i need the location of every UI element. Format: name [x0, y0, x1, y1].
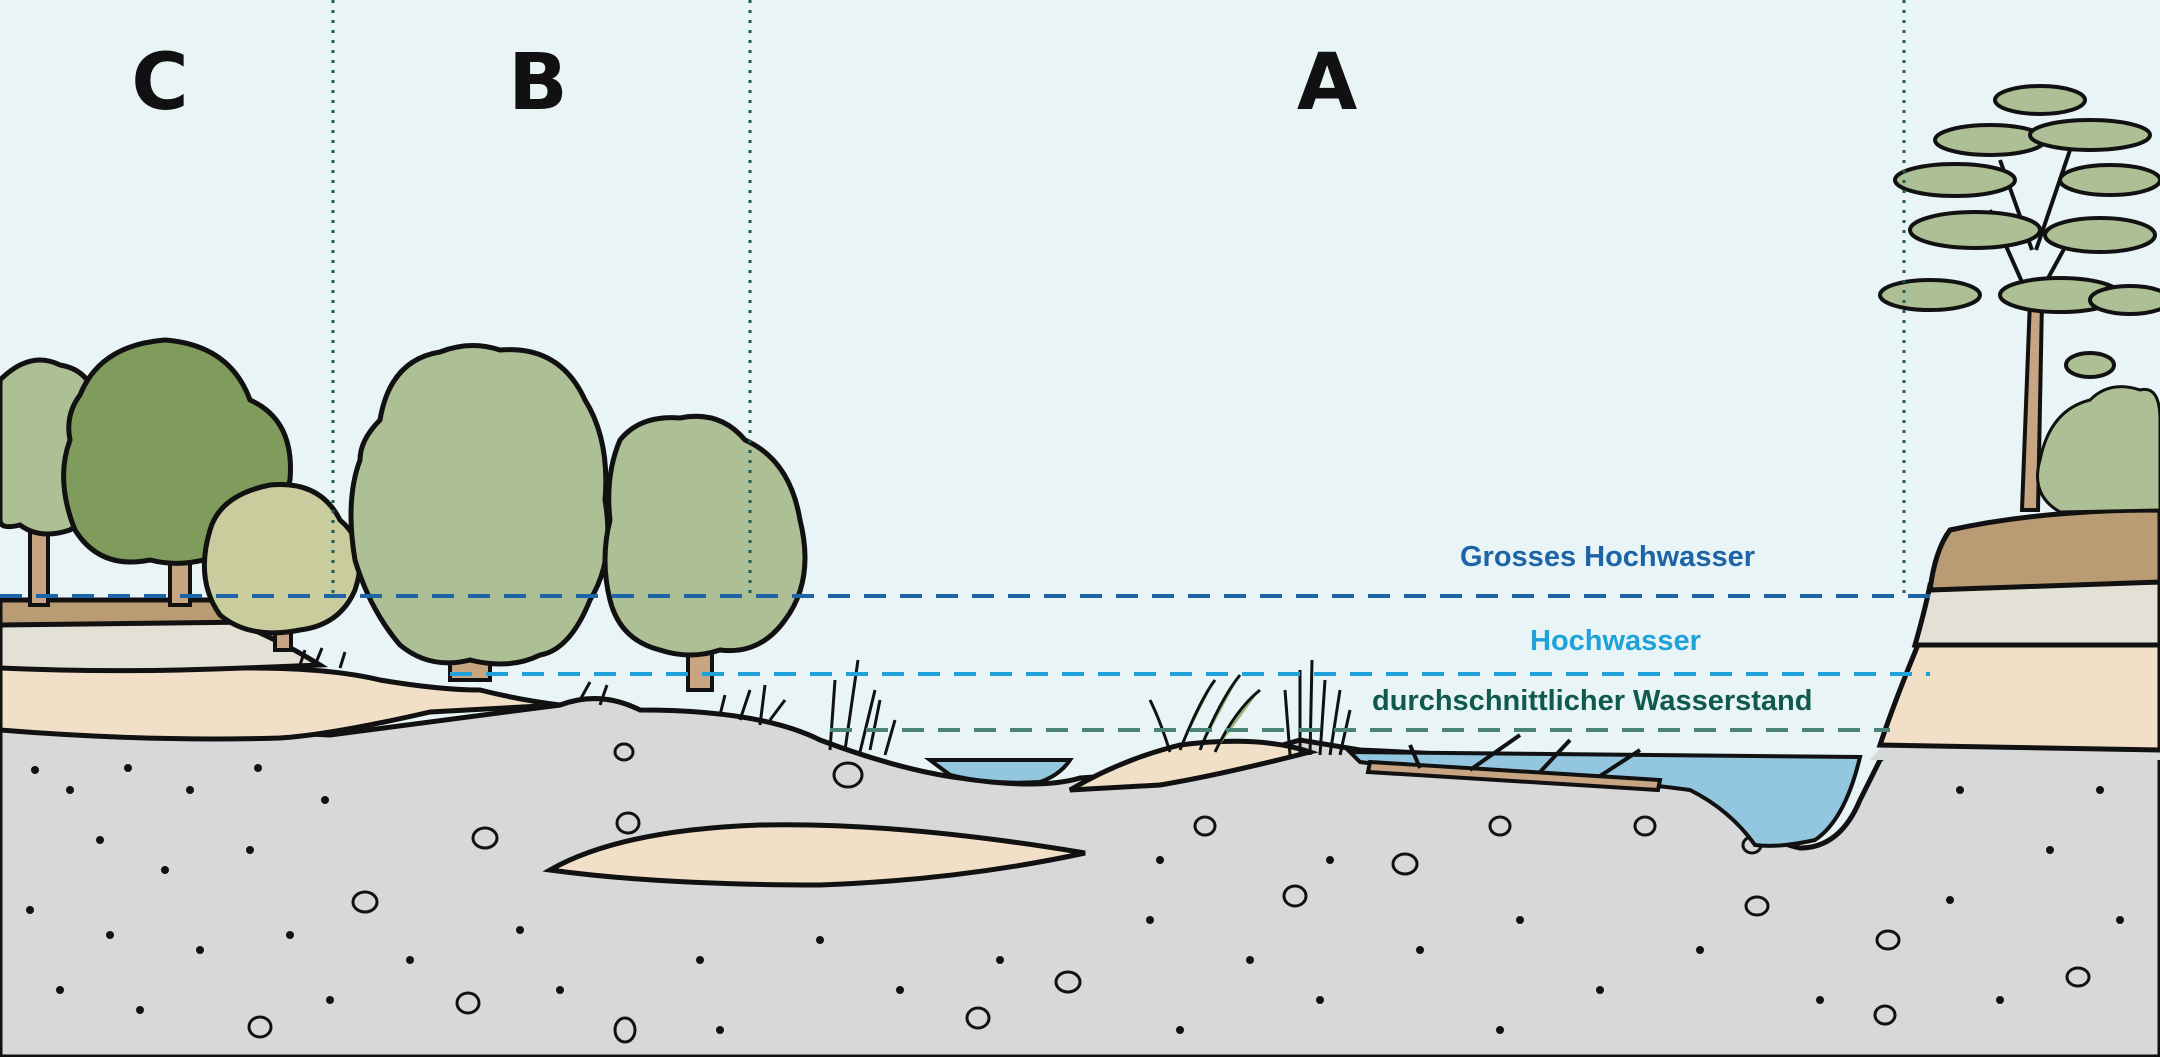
- hochwasser-label: Hochwasser: [1530, 625, 1701, 657]
- gravel-pebbles: [247, 742, 2091, 1044]
- willow-tree-icon: [348, 343, 611, 682]
- gravel-layer: [0, 696, 2160, 1057]
- sandbank: [1068, 738, 1319, 793]
- shrub-icon: [201, 481, 363, 652]
- river-water: [924, 758, 1074, 785]
- zone-label-a: A: [1296, 38, 1358, 128]
- sand-lens: [542, 822, 1086, 888]
- left-sand-layer: [0, 665, 561, 742]
- right-sand-layer: [1876, 637, 2160, 753]
- grosses-hochwasser-label: Grosses Hochwasser: [1460, 541, 1755, 573]
- reed-icon: [298, 647, 1352, 756]
- pine-tree-icon: [1878, 84, 2160, 512]
- shrub-icon: [2036, 385, 2160, 514]
- gravel-dots: [26, 764, 2124, 1034]
- durchschnitt-label: durchschnittlicher Wasserstand: [1372, 685, 1813, 717]
- right-topsoil-layer: [1927, 507, 2160, 593]
- zone-label-c: C: [131, 38, 189, 128]
- driftwood-icon: [1365, 733, 1663, 793]
- willow-tree-icon: [602, 413, 808, 692]
- zone-label-b: B: [508, 38, 568, 128]
